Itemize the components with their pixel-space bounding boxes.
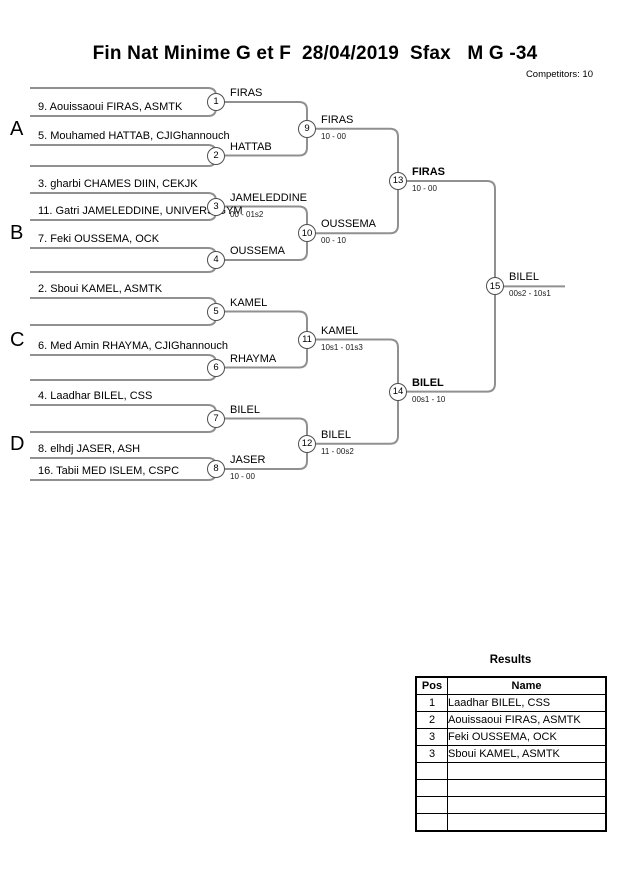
group-label-b: B bbox=[10, 222, 24, 245]
results-name-cell bbox=[447, 779, 607, 797]
match-number-circle: 14 bbox=[389, 382, 407, 401]
player-entry: 2. Sboui KAMEL, ASMTK bbox=[38, 283, 163, 295]
results-column-header: Name bbox=[447, 676, 607, 695]
bracket-connector bbox=[30, 297, 217, 326]
player-entry: 16. Tabii MED ISLEM, CSPC bbox=[38, 465, 180, 477]
match-score-label: 10 - 00 bbox=[230, 472, 255, 481]
match-number-circle: 1 bbox=[207, 93, 225, 111]
match-score-label: 00 - 01s2 bbox=[230, 209, 264, 219]
results-pos-cell bbox=[415, 796, 448, 814]
match-winner-label: BILEL bbox=[321, 428, 351, 441]
match-score-label: 10s1 - 01s3 bbox=[321, 342, 363, 352]
page-title: Fin Nat Minime G et F 28/04/2019 Sfax M … bbox=[92, 43, 538, 64]
results-pos-cell bbox=[415, 779, 448, 797]
results-pos-cell: 1 bbox=[415, 694, 448, 712]
match-winner-label: BILEL bbox=[230, 403, 260, 416]
bracket-connector bbox=[398, 180, 496, 393]
match-winner-label: KAMEL bbox=[321, 324, 359, 337]
match-winner-label: BILEL bbox=[412, 376, 444, 389]
match-number-circle: 8 bbox=[207, 460, 225, 478]
match-winner-label: JAMELEDDINE bbox=[230, 191, 308, 204]
match-winner-label: FIRAS bbox=[321, 113, 354, 126]
match-score-label: 10 - 00 bbox=[412, 184, 437, 193]
results-name-cell bbox=[447, 796, 607, 814]
results-pos-cell bbox=[415, 762, 448, 780]
match-score-label: 10 - 00 bbox=[321, 131, 346, 141]
match-number-circle: 2 bbox=[207, 146, 225, 165]
results-name-cell: Laadhar BILEL, CSS bbox=[447, 694, 607, 712]
match-winner-label: OUSSEMA bbox=[230, 245, 286, 257]
results-row bbox=[415, 779, 607, 797]
match-winner-label: FIRAS bbox=[230, 87, 263, 99]
results-title: Results bbox=[489, 654, 532, 666]
match-number-circle: 9 bbox=[298, 119, 316, 138]
player-entry: 5. Mouhamed HATTAB, CJIGhannouch bbox=[38, 130, 230, 142]
results-name-cell: Aouissaoui FIRAS, ASMTK bbox=[447, 711, 607, 729]
results-name-cell: Feki OUSSEMA, OCK bbox=[447, 728, 607, 746]
match-number-circle: 3 bbox=[207, 197, 225, 216]
results-name-cell bbox=[447, 813, 607, 832]
results-row bbox=[415, 796, 607, 814]
match-winner-label: BILEL bbox=[509, 271, 539, 284]
group-label-a: A bbox=[10, 117, 24, 140]
player-entry: 3. gharbi CHAMES DIIN, CEKJK bbox=[38, 178, 198, 190]
match-number-circle: 11 bbox=[298, 330, 316, 349]
match-winner-label: RHAYMA bbox=[230, 352, 277, 365]
player-entry: 9. Aouissaoui FIRAS, ASMTK bbox=[38, 101, 183, 113]
group-label-c: C bbox=[10, 328, 25, 351]
match-winner-label: OUSSEMA bbox=[321, 218, 377, 231]
group-label-d: D bbox=[10, 432, 25, 455]
results-pos-cell: 2 bbox=[415, 711, 448, 729]
player-entry: 4. Laadhar BILEL, CSS bbox=[38, 390, 153, 402]
match-winner-label: JASER bbox=[230, 454, 266, 466]
player-entry: 6. Med Amin RHAYMA, CJIGhannouch bbox=[38, 340, 228, 352]
match-number-circle: 6 bbox=[207, 358, 225, 377]
match-score-label: 00 - 10 bbox=[321, 236, 346, 246]
results-row bbox=[415, 813, 607, 832]
bracket-connector bbox=[30, 247, 217, 273]
results-pos-cell: 3 bbox=[415, 728, 448, 746]
results-name-cell bbox=[447, 762, 607, 780]
match-winner-label: FIRAS bbox=[412, 166, 445, 178]
match-number-circle: 15 bbox=[486, 277, 504, 296]
match-winner-label: KAMEL bbox=[230, 296, 268, 309]
match-number-circle: 5 bbox=[207, 302, 225, 321]
bracket-connector bbox=[30, 404, 217, 433]
bracket-connector bbox=[30, 354, 217, 381]
results-pos-cell: 3 bbox=[415, 745, 448, 763]
match-score-label: 00s2 - 10s1 bbox=[509, 289, 551, 299]
match-number-circle: 12 bbox=[298, 434, 316, 453]
results-name-cell: Sboui KAMEL, ASMTK bbox=[447, 745, 607, 763]
player-entry: 8. elhdj JASER, ASH bbox=[38, 443, 141, 455]
match-score-label: 00s1 - 10 bbox=[412, 394, 446, 404]
results-row bbox=[415, 762, 607, 780]
player-entry: 11. Gatri JAMELEDDINE, UNIVERS GYM bbox=[38, 205, 243, 217]
match-winner-label: HATTAB bbox=[230, 140, 272, 153]
match-number-circle: 13 bbox=[389, 172, 407, 190]
competitors-count: Competitors: 10 bbox=[525, 69, 593, 80]
results-column-header: Pos bbox=[415, 676, 448, 695]
match-number-circle: 10 bbox=[298, 224, 316, 243]
bracket-connector bbox=[30, 144, 217, 167]
match-number-circle: 7 bbox=[207, 409, 225, 428]
player-entry: 7. Feki OUSSEMA, OCK bbox=[38, 233, 160, 245]
match-number-circle: 4 bbox=[207, 251, 225, 269]
results-pos-cell bbox=[415, 813, 448, 832]
match-score-label: 11 - 00s2 bbox=[321, 446, 354, 456]
